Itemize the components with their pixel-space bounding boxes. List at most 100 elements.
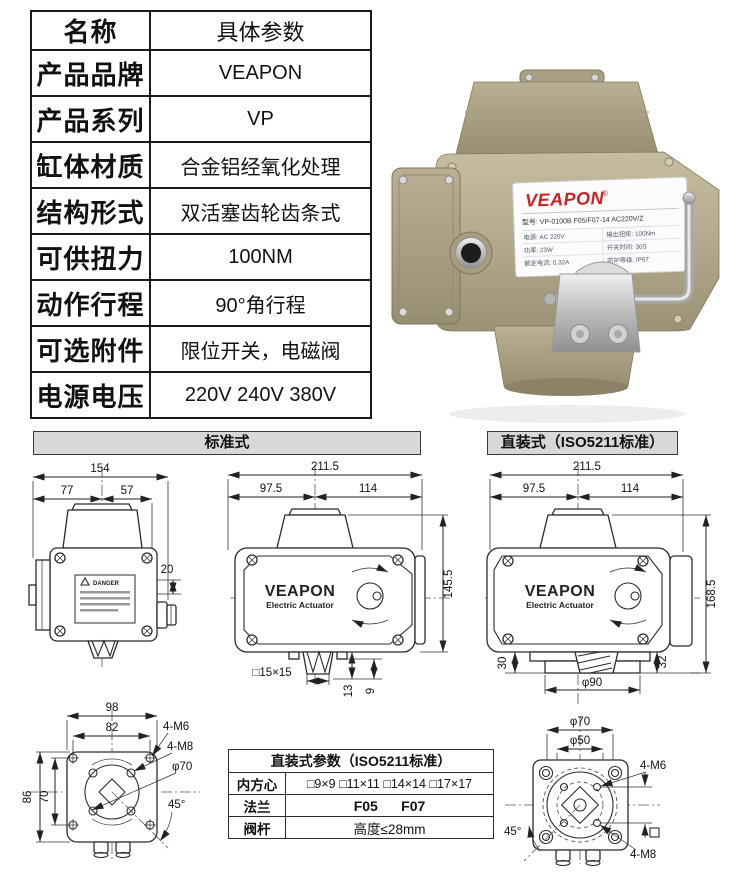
table-row: 产品系列 VP [30, 95, 372, 143]
nameplate-row: 电源: AC 220V [523, 231, 565, 241]
spec-label: 名称 [30, 10, 151, 51]
dim-77: 77 [61, 485, 74, 497]
dim-phi50: φ50 [570, 735, 590, 747]
square-shaft-symbol [649, 827, 660, 838]
dim-211-5: 211.5 [311, 461, 339, 473]
table-row: 直装式参数（ISO5211标准） [228, 749, 494, 773]
drawing-standard-bottom-view: 98 82 86 70 [22, 702, 200, 860]
dim-98: 98 [106, 702, 119, 714]
dim-145-5: 145.5 [443, 570, 455, 599]
dim-97-5: 97.5 [523, 483, 545, 495]
technical-drawings: 154 77 57 DANGER [22, 461, 718, 867]
photo-shadow [449, 405, 685, 423]
drawing-brand: VEAPON [525, 583, 596, 600]
drawing-standard-side-view: 154 77 57 DANGER [28, 463, 181, 668]
nameplate-row: 额定电流: 0.32A [524, 257, 570, 268]
dim-211-5: 211.5 [573, 461, 601, 473]
spec-value: VEAPON [149, 49, 372, 97]
iso-value: □9×9 □11×11 □14×14 □17×17 [285, 772, 494, 795]
dim-97-5: 97.5 [260, 483, 282, 495]
spec-label: 可供扭力 [30, 233, 151, 281]
label-4-m6: 4-M6 [163, 721, 189, 733]
drawing-brand: VEAPON [265, 583, 336, 600]
spec-value: 具体参数 [149, 10, 372, 51]
dim-114: 114 [621, 483, 640, 495]
table-row: 动作行程 90°角行程 [30, 279, 372, 327]
dim-30: 30 [497, 657, 509, 670]
dim-82: 82 [106, 722, 119, 734]
dim-70: 70 [39, 791, 51, 804]
section-header-standard: 标准式 [33, 431, 421, 455]
table-row: 法兰 F05 F07 [228, 794, 494, 817]
dim-20: 20 [161, 564, 174, 576]
iso-table-title: 直装式参数（ISO5211标准） [228, 749, 494, 773]
drawing-direct-front-view: 211.5 97.5 114 168.5 VEAPON Electric [485, 461, 718, 705]
dim-phi70: φ70 [570, 716, 590, 728]
mounting-bracket [551, 261, 641, 353]
table-row: 可供扭力 100NM [30, 233, 372, 281]
dim-shaft-square: □15×15 [252, 667, 291, 679]
spec-label: 产品品牌 [30, 49, 151, 97]
dim-32: 32 [657, 656, 669, 669]
spec-value: 90°角行程 [149, 279, 372, 327]
nameplate: VEAPON ® 型号: VP-0100B F05/F07-14 AC220V/… [512, 176, 691, 278]
dim-154: 154 [90, 463, 110, 475]
spec-value: 100NM [149, 233, 372, 281]
dim-13: 13 [343, 685, 355, 698]
table-row: 产品品牌 VEAPON [30, 49, 372, 97]
spec-label: 结构形式 [30, 187, 151, 235]
spec-table: 名称 具体参数 产品品牌 VEAPON 产品系列 VP 缸体材质 合金铝经氧化处… [30, 10, 372, 419]
nameplate-row: 输出扭矩: 100Nm [606, 228, 655, 239]
spec-label: 产品系列 [30, 95, 151, 143]
drawing-standard-front-view: 211.5 97.5 114 145.5 VEAPON Electric [227, 461, 455, 698]
iso-value: 高度≤28mm [285, 816, 494, 839]
drawing-brand-sub: Electric Actuator [526, 600, 594, 610]
spec-label: 缸体材质 [30, 141, 151, 189]
dim-57: 57 [121, 485, 134, 497]
drawing-brand-sub: Electric Actuator [266, 600, 334, 610]
section-header-direct: 直装式（ISO5211标准） [487, 431, 678, 455]
dim-168-5: 168.5 [706, 580, 718, 609]
label-4-m8: 4-M8 [167, 741, 193, 753]
dim-114: 114 [359, 483, 378, 495]
label-4-m6: 4-M6 [640, 760, 666, 772]
nameplate-row: 防护等级: IP67 [607, 254, 649, 264]
label-45deg: 45° [504, 826, 521, 838]
manual-handle [543, 191, 696, 306]
label-phi70: φ70 [172, 761, 192, 773]
spec-label: 动作行程 [30, 279, 151, 327]
table-row: 名称 具体参数 [30, 10, 372, 51]
iso-label: 阀杆 [228, 816, 286, 839]
table-row: 缸体材质 合金铝经氧化处理 [30, 141, 372, 189]
label-4-m8: 4-M8 [630, 849, 656, 861]
table-row: 电源电压 220V 240V 380V [30, 371, 372, 419]
spec-value: 220V 240V 380V [149, 371, 372, 419]
table-row: 阀杆 高度≤28mm [228, 816, 494, 839]
spec-value: 合金铝经氧化处理 [149, 141, 372, 189]
danger-label: DANGER [74, 574, 136, 624]
danger-text: DANGER [93, 581, 120, 587]
nameplate-brand: VEAPON [525, 188, 605, 211]
registered-mark-icon: ® [602, 189, 608, 198]
dim-phi90: φ90 [582, 677, 602, 689]
table-row: 结构形式 双活塞齿轮齿条式 [30, 187, 372, 235]
spec-value: 双活塞齿轮齿条式 [149, 187, 372, 235]
drawing-direct-bottom-view: φ70 φ50 [504, 716, 666, 867]
actuator-top-cap [455, 69, 659, 155]
iso-label: 法兰 [228, 794, 286, 817]
product-photo: VEAPON ® 型号: VP-0100B F05/F07-14 AC220V/… [372, 40, 750, 432]
table-row: 内方心 □9×9 □11×11 □14×14 □17×17 [228, 772, 494, 795]
cable-gland [449, 231, 493, 275]
iso-value: F05 F07 [285, 794, 494, 817]
nameplate-row: 功率: 23W [524, 245, 553, 255]
iso-label: 内方心 [228, 772, 286, 795]
dim-9: 9 [365, 688, 377, 694]
spec-value: VP [149, 95, 372, 143]
spec-label: 电源电压 [30, 371, 151, 419]
spec-value: 限位开关，电磁阀 [149, 325, 372, 373]
dim-86: 86 [22, 791, 34, 804]
junction-box [391, 167, 461, 325]
table-row: 可选附件 限位开关，电磁阀 [30, 325, 372, 373]
iso5211-table: 直装式参数（ISO5211标准） 内方心 □9×9 □11×11 □14×14 … [228, 749, 494, 839]
